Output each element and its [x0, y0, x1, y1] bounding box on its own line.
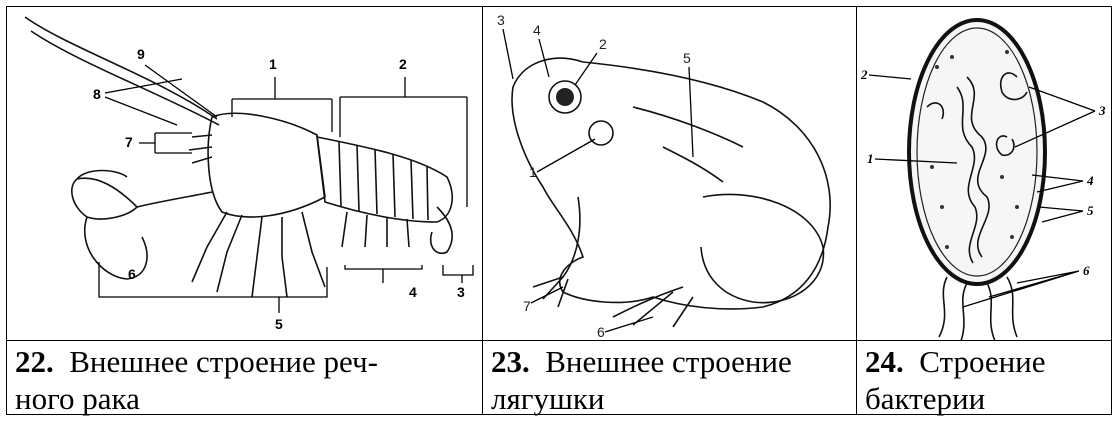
label-1: 1: [529, 164, 537, 180]
label-4: 4: [533, 22, 541, 38]
label-3: 3: [497, 12, 505, 28]
figure-number: 23.: [491, 344, 530, 379]
label-5: 5: [1087, 203, 1094, 218]
caption-line: лягушки: [491, 380, 851, 417]
figure-number: 22.: [15, 344, 54, 379]
crayfish-illustration: 9 1 2 8 7 6 4 3 5: [7, 7, 482, 341]
label-6: 6: [597, 324, 605, 340]
caption-line: Внешнее строение: [545, 344, 792, 379]
figure-number: 24.: [865, 344, 904, 379]
caption-22: 22. Внешнее строение реч- ного рака: [15, 343, 475, 417]
label-6: 6: [1083, 263, 1090, 278]
caption-line: Внешнее строение реч-: [69, 344, 378, 379]
caption-line: ного рака: [15, 380, 475, 417]
caption-24: 24. Строение бактерии: [865, 343, 1110, 417]
label-3: 3: [1098, 103, 1106, 118]
caption-line: Строение: [919, 344, 1045, 379]
label-7: 7: [523, 298, 531, 314]
label-4: 4: [409, 284, 417, 300]
caption-line: бактерии: [865, 380, 1110, 417]
label-5: 5: [275, 316, 283, 332]
label-5: 5: [683, 50, 691, 66]
caption-23: 23. Внешнее строение лягушки: [491, 343, 851, 417]
label-1: 1: [269, 56, 277, 72]
label-2: 2: [399, 56, 407, 72]
label-9: 9: [137, 46, 145, 62]
frog-illustration: 3 4 2 5 1 7 6: [483, 7, 856, 341]
label-6: 6: [128, 266, 136, 282]
figure-table: 9 1 2 8 7 6 4 3 5: [6, 6, 1112, 415]
label-7: 7: [125, 134, 133, 150]
label-8: 8: [93, 86, 101, 102]
label-4: 4: [1086, 173, 1094, 188]
bacterium-illustration: 2 1 3 4 5 6: [857, 7, 1112, 341]
label-3: 3: [457, 284, 465, 300]
label-2: 2: [599, 36, 607, 52]
label-1: 1: [867, 151, 874, 166]
label-2: 2: [860, 67, 868, 82]
